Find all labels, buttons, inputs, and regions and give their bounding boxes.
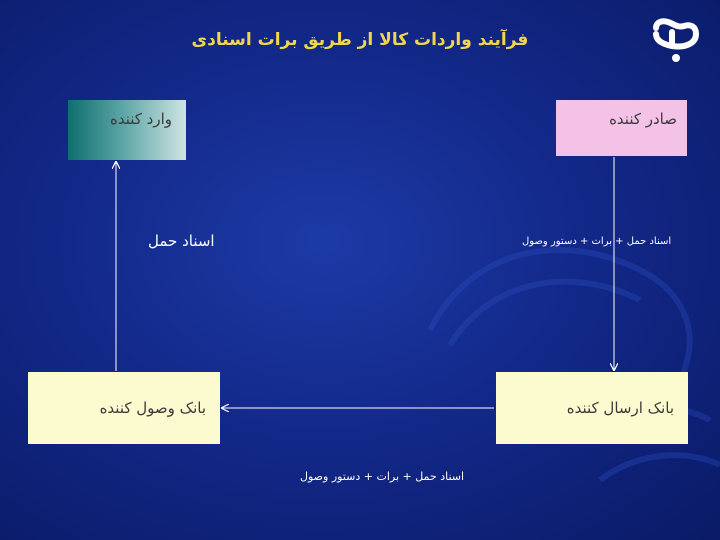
importer-label: وارد کننده <box>109 110 172 128</box>
receiving-bank-box: بانک وصول کننده <box>28 372 220 444</box>
exporter-box: صادر کننده <box>556 100 687 156</box>
exporter-label: صادر کننده <box>609 110 677 128</box>
receiving-bank-label: بانک وصول کننده <box>99 399 206 417</box>
edge-label-issuing-to-receiving-bank: اسناد حمل + برات + دستور وصول <box>300 470 465 483</box>
slide-title: فرآیند واردات کالا از طریق برات اسنادی <box>191 30 529 50</box>
importer-box: وارد کننده <box>68 100 186 160</box>
issuing-bank-box: بانک ارسال کننده <box>496 372 688 444</box>
bank-logo-icon <box>653 18 700 62</box>
edge-label-exporter-to-issuing-bank: اسناد حمل + برات + دستور وصول <box>522 236 672 247</box>
issuing-bank-label: بانک ارسال کننده <box>566 399 674 417</box>
edge-label-receiving-bank-to-importer: اسناد حمل <box>148 232 215 250</box>
